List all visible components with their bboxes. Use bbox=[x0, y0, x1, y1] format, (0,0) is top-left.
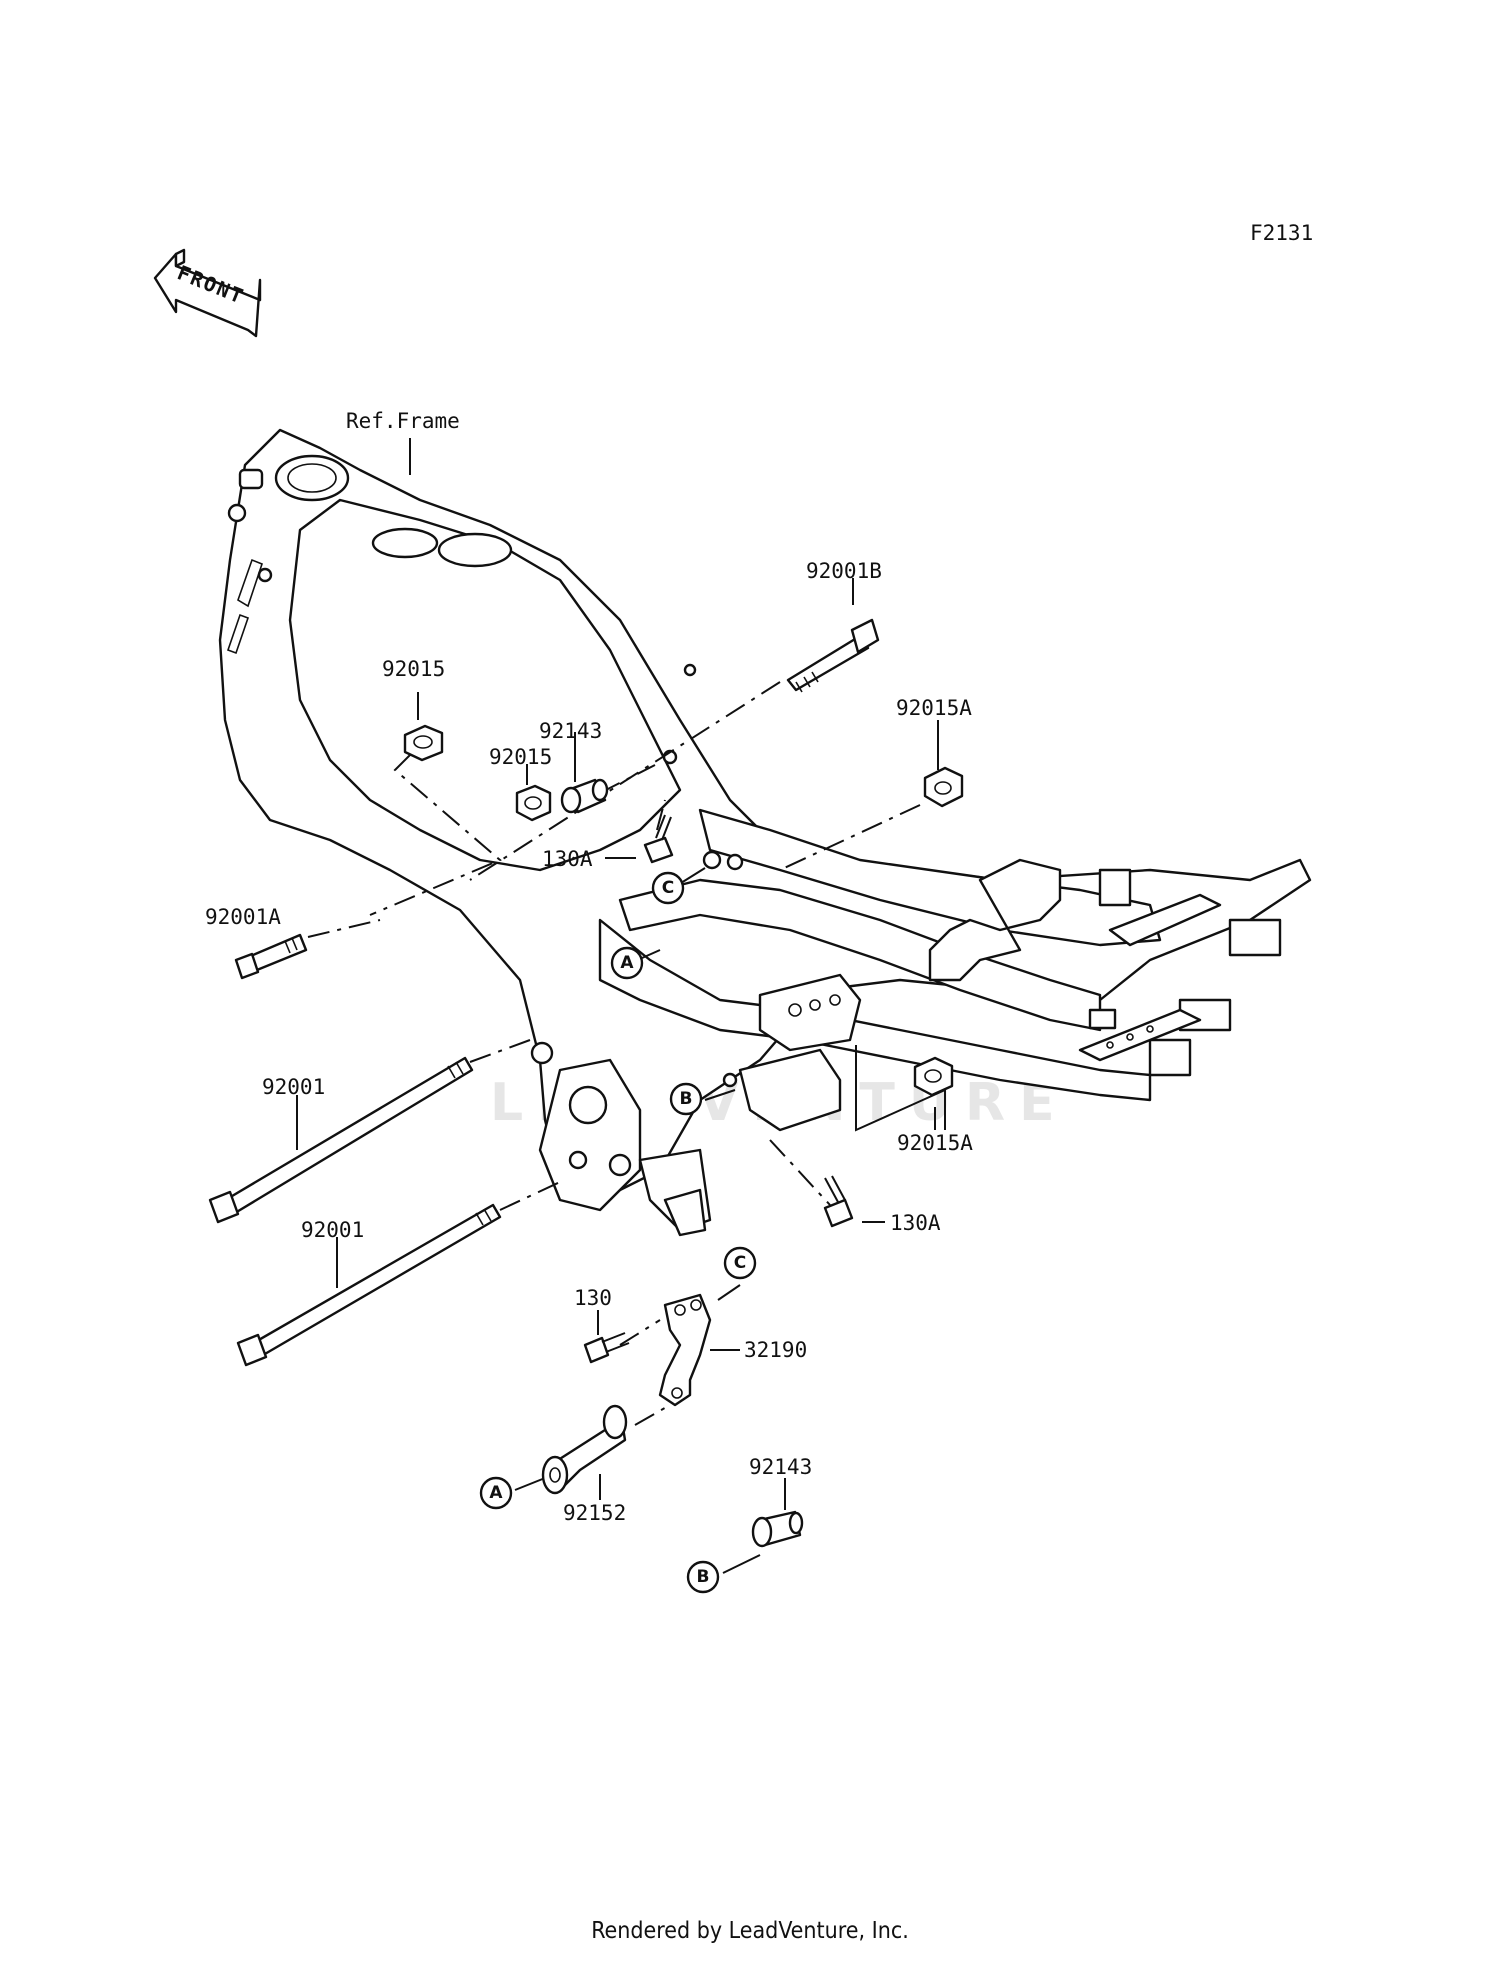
label-ref-frame: Ref.Frame bbox=[346, 409, 460, 433]
label-92015-mid: 92015 bbox=[489, 745, 552, 769]
label-92001B: 92001B bbox=[806, 559, 882, 583]
bolt-130-icon bbox=[583, 1332, 630, 1364]
label-130: 130 bbox=[574, 1286, 612, 1310]
callout-b-bottom-text: B bbox=[697, 1567, 710, 1587]
label-92152: 92152 bbox=[563, 1501, 626, 1525]
callout-c-bottom: C bbox=[723, 1246, 757, 1280]
callout-a-bottom-text: A bbox=[489, 1483, 503, 1503]
nut-92015A-bottom-icon bbox=[913, 1056, 954, 1097]
label-92015A-top: 92015A bbox=[896, 696, 972, 720]
label-92001-lower: 92001 bbox=[301, 1218, 364, 1242]
callout-b-bottom: B bbox=[686, 1560, 720, 1594]
label-32190: 32190 bbox=[744, 1338, 807, 1362]
bolt-130A-bottom-icon bbox=[823, 1175, 854, 1228]
label-130A-top: 130A bbox=[542, 847, 593, 871]
callout-c-top-text: C bbox=[662, 878, 674, 898]
callout-c-top: C bbox=[651, 871, 685, 905]
label-92001A: 92001A bbox=[205, 905, 281, 929]
callout-a-frame-text: A bbox=[620, 953, 634, 973]
leader-lines bbox=[296, 438, 946, 1574]
label-92143-top: 92143 bbox=[539, 719, 602, 743]
callout-c-bottom-text: C bbox=[734, 1253, 746, 1273]
collar-92143-bottom-icon bbox=[751, 1510, 804, 1548]
bolt-92001A-icon bbox=[234, 933, 308, 980]
footer-credit: Rendered by LeadVenture, Inc. bbox=[591, 1918, 909, 1944]
bracket-32190-icon bbox=[658, 1293, 712, 1407]
frame-illustration bbox=[218, 428, 1312, 1237]
label-130A-bottom: 130A bbox=[890, 1211, 941, 1235]
spacer-92152-icon bbox=[541, 1404, 628, 1495]
bolt-130A-top-icon bbox=[643, 814, 674, 864]
part-labels: Ref.Frame 92001B 92015 92143 92015 92015… bbox=[205, 409, 973, 1525]
label-92015A-bottom: 92015A bbox=[897, 1131, 973, 1155]
nut-92015A-top-icon bbox=[923, 766, 964, 808]
label-92001-upper: 92001 bbox=[262, 1075, 325, 1099]
callout-a-bottom: A bbox=[479, 1476, 513, 1510]
callout-b-frame: B bbox=[669, 1082, 703, 1116]
callout-a-frame: A bbox=[610, 946, 644, 980]
collar-92143-top-icon bbox=[560, 778, 609, 814]
front-arrow-icon: FRONT bbox=[153, 248, 262, 338]
diagram-code: F2131 bbox=[1250, 221, 1313, 245]
nut-92015-top-icon bbox=[403, 724, 444, 762]
callout-b-frame-text: B bbox=[680, 1089, 693, 1109]
label-92143-bottom: 92143 bbox=[749, 1455, 812, 1479]
bolt-92001-lower-icon bbox=[236, 1203, 502, 1367]
label-92015-top: 92015 bbox=[382, 657, 445, 681]
bolt-92001B-icon bbox=[786, 618, 880, 693]
bolt-92001-upper-icon bbox=[208, 1056, 474, 1224]
nut-92015-mid-icon bbox=[515, 784, 552, 822]
